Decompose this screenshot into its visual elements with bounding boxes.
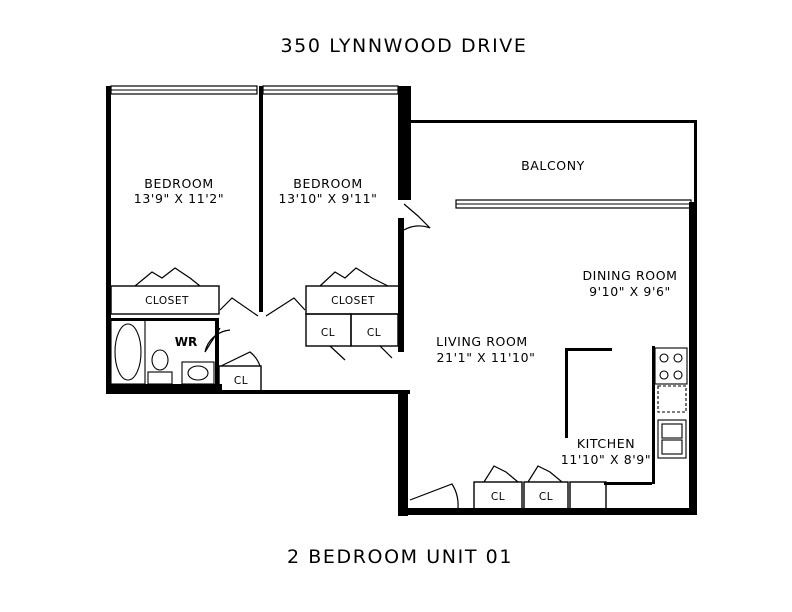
bedroom-door-2 (265, 297, 306, 317)
sink-basin (661, 439, 683, 455)
balcony-rail-right (694, 120, 697, 204)
cl-c-label: CL (234, 375, 248, 387)
bathtub (110, 319, 146, 385)
balcony-name: BALCONY (521, 158, 585, 173)
kitchen-sink (657, 419, 687, 459)
bedroom1-dims: 13'9" X 11'2" (134, 191, 224, 206)
entry-door (409, 483, 459, 509)
closet-cl-b (350, 313, 399, 347)
dining-name: DINING ROOM (582, 268, 677, 283)
closet-labels: CLOSET CLOSET CL CL CL CL CL (145, 295, 553, 503)
burner-icon (673, 353, 683, 363)
cl-d-label: CL (491, 491, 505, 503)
wall-kitchen-counter (604, 482, 652, 485)
vanity (181, 361, 215, 385)
toilet-bowl (151, 349, 169, 371)
cl-a-label: CL (321, 327, 335, 339)
stove (654, 347, 688, 385)
closet-cl-c (218, 365, 262, 393)
wall-bedroom-right (398, 86, 411, 200)
wall-bedroom-right-lower (398, 218, 404, 352)
doors (134, 203, 563, 509)
room-labels: BEDROOM 13'9" X 11'2" BEDROOM 13'10" X 9… (134, 158, 677, 467)
plan-title: 350 LYNNWOOD DRIVE (280, 35, 527, 57)
balcony-rail-top (411, 120, 697, 123)
closet-cl-e (523, 481, 569, 511)
living-name: LIVING ROOM (436, 334, 528, 349)
washroom-door (204, 327, 231, 353)
closet-door-2 (319, 267, 389, 287)
wall-living-left (398, 390, 408, 516)
wall-living-kitchen-top (565, 348, 612, 351)
wall-bottom-mid (218, 390, 410, 394)
closet-doors-de (483, 465, 563, 483)
washroom-label: WR (175, 335, 197, 349)
balcony-door (403, 203, 431, 231)
closets (110, 285, 607, 511)
kitchen-dims: 11'10" X 8'9" (561, 452, 651, 467)
closet1-label: CLOSET (145, 295, 189, 307)
wall-washroom-top (106, 318, 218, 321)
dining-dims: 9'10" X 9'6" (589, 284, 671, 299)
bedroom2-dims: 13'10" X 9'11" (279, 191, 378, 206)
closet-doors-ab (329, 345, 393, 361)
wall-living-kitchen-side (565, 348, 568, 438)
unit-label: 2 BEDROOM UNIT 01 (287, 546, 513, 568)
burner-icon (673, 370, 683, 380)
sink (187, 365, 209, 381)
bathroom-fixtures (110, 319, 215, 385)
cl-e-label: CL (539, 491, 553, 503)
living-dims: 21'1" X 11'10" (437, 350, 536, 365)
wall-kitchen-right (652, 346, 655, 484)
wall-bottom-left (106, 384, 222, 394)
closet-door-c (220, 351, 261, 367)
closet2-label: CLOSET (331, 295, 375, 307)
walls (106, 86, 697, 516)
fridge (569, 481, 607, 511)
dishwasher (657, 385, 687, 413)
closet-bedroom-1 (110, 285, 220, 315)
closet-cl-d (473, 481, 523, 511)
cl-b-label: CL (367, 327, 381, 339)
windows (110, 85, 692, 209)
bathtub-basin (114, 323, 142, 381)
bedroom2-name: BEDROOM (293, 176, 362, 191)
kitchen-name: KITCHEN (577, 436, 635, 451)
bedroom-door-1 (219, 297, 259, 317)
toilet-tank (147, 371, 173, 385)
burner-icon (659, 353, 669, 363)
bedroom1-name: BEDROOM (144, 176, 213, 191)
burner-icon (659, 370, 669, 380)
wall-right (689, 202, 697, 515)
wall-bedroom-divider (259, 86, 263, 312)
wall-left (106, 86, 111, 390)
closet-door-1 (134, 267, 201, 287)
sink-basin (661, 423, 683, 439)
kitchen-fixtures (654, 347, 688, 459)
wall-bottom-right (398, 508, 696, 515)
wall-washroom-right (215, 318, 219, 388)
